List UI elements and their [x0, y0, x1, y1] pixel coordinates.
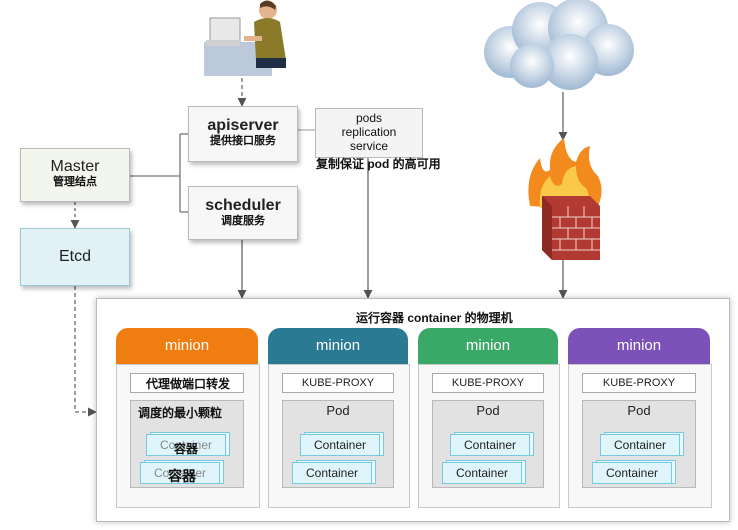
replication-line-1: pods [355, 111, 383, 125]
minion-header-4: minion [568, 328, 710, 364]
minion-header-3: minion [418, 328, 558, 364]
cloud-icon [470, 0, 648, 96]
replication-subtitle: 复制保证 pod 的高可用 [316, 157, 441, 171]
etcd-to-cluster-link [74, 286, 97, 417]
scheduler-title: scheduler [205, 197, 281, 214]
apiserver-subtitle: 提供接口服务 [210, 135, 276, 147]
minion-3-proxy: KUBE-PROXY [432, 373, 544, 393]
minion-4-container-2: Container [592, 462, 672, 484]
scheduler-node: scheduler 调度服务 [188, 186, 298, 240]
master-title: Master [50, 158, 100, 175]
cluster-caption: 运行容器 container 的物理机 [356, 311, 513, 325]
replication-line-2: replication [341, 125, 397, 139]
minion-card-3: minion KUBE-PROXY Pod Container Containe… [418, 328, 560, 508]
minion-header-1: minion [116, 328, 258, 364]
minion-3-container-2: Container [442, 462, 522, 484]
minion-2-container-2: Container [292, 462, 372, 484]
minion-4-container-1: Container [600, 434, 680, 456]
minion-1-container-2-note: 容器 [168, 468, 196, 484]
minion-3-container-1: Container [450, 434, 530, 456]
scheduler-subtitle: 调度服务 [221, 215, 265, 227]
apiserver-title: apiserver [207, 117, 279, 134]
minion-2-container-1: Container [300, 434, 380, 456]
minion-1-container-1-note: 容器 [174, 442, 199, 456]
etcd-title: Etcd [58, 248, 91, 265]
replication-line-3: service [349, 139, 388, 153]
minion-header-2: minion [268, 328, 408, 364]
minion-card-4: minion KUBE-PROXY Pod Container Containe… [568, 328, 712, 508]
minion-1-pod-text: 调度的最小颗粒 [138, 406, 223, 420]
firewall-icon [520, 136, 606, 262]
apiserver-node: apiserver 提供接口服务 [188, 106, 298, 162]
minion-2-proxy: KUBE-PROXY [282, 373, 394, 393]
replication-service-node: pods replication service [315, 108, 423, 158]
person-at-computer-icon [198, 0, 290, 76]
minion-3-pod-label: Pod [476, 403, 500, 418]
master-subtitle: 管理结点 [53, 176, 97, 188]
master-node: Master 管理结点 [20, 148, 130, 202]
minion-card-2: minion KUBE-PROXY Pod Container Containe… [268, 328, 410, 508]
minion-4-proxy: KUBE-PROXY [582, 373, 696, 393]
minion-1-proxy-text: 代理做端口转发 [146, 377, 231, 391]
etcd-node: Etcd [20, 228, 130, 286]
minion-card-1: minion 代理做端口转发 调度的最小颗粒 Container 容器 Cont… [116, 328, 260, 508]
minion-2-pod-label: Pod [326, 403, 350, 418]
minion-1-container-1: Container [146, 434, 226, 456]
minion-4-pod-label: Pod [627, 403, 651, 418]
minion-1-container-2: Container [140, 462, 220, 484]
